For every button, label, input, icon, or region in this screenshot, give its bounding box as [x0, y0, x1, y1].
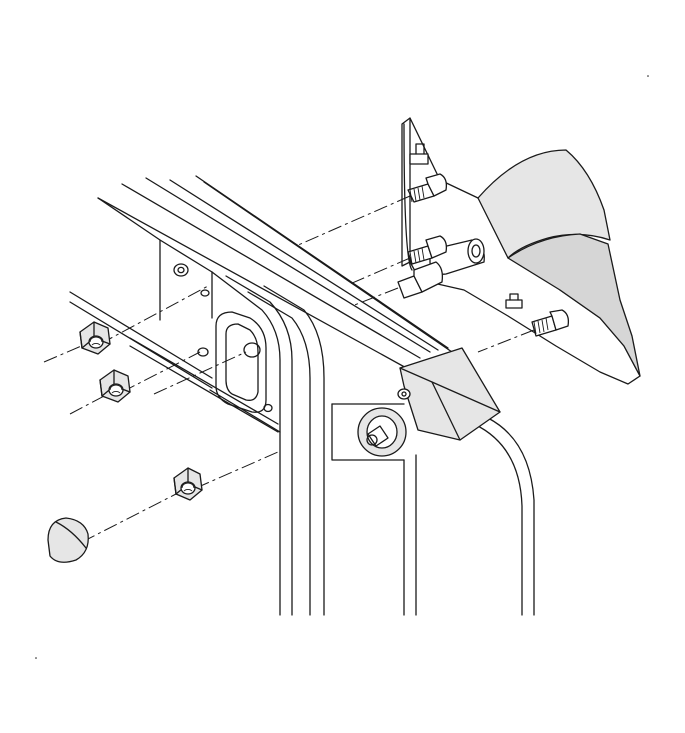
roof-rail-curve [473, 417, 535, 616]
nut-middle [99, 369, 131, 403]
bolt-lower [531, 309, 570, 337]
speck [647, 75, 649, 77]
dome-cap [47, 517, 89, 563]
door-frame [69, 175, 453, 616]
bolt-middle [397, 235, 448, 299]
nut-upper [79, 321, 111, 355]
mirror-housing [401, 117, 641, 385]
speck [35, 657, 37, 659]
mounting-block [397, 347, 501, 441]
bolt-upper [407, 173, 448, 203]
explode-guide-lines [43, 195, 535, 543]
nut-lower [173, 467, 203, 501]
stud-assembly [357, 407, 407, 457]
